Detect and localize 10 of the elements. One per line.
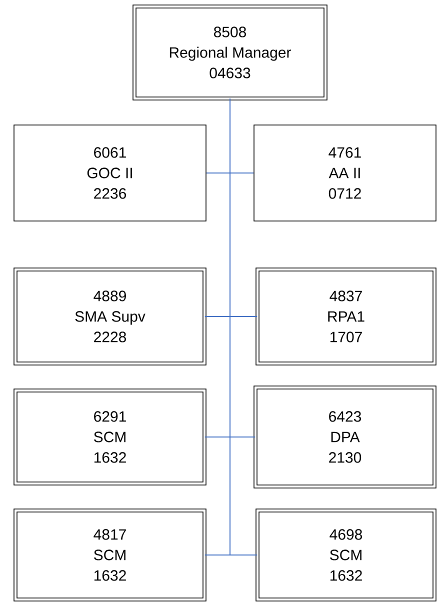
position-box: 4889 SMA Supv 2228 bbox=[14, 268, 206, 366]
position-box: 6061 GOC II 2236 bbox=[14, 124, 206, 222]
position-box: 4837 RPA1 1707 bbox=[256, 268, 436, 366]
position-box: 6423 DPA 2130 bbox=[254, 386, 436, 488]
position-box: 4698 SCM 1632 bbox=[256, 508, 436, 602]
connector-line bbox=[230, 98, 258, 556]
position-box: 8508 Regional Manager 04633 bbox=[132, 4, 328, 100]
position-box: 4817 SCM 1632 bbox=[14, 508, 206, 602]
position-box: 4761 AA II 0712 bbox=[254, 124, 436, 222]
position-box: 6291 SCM 1632 bbox=[14, 388, 206, 486]
